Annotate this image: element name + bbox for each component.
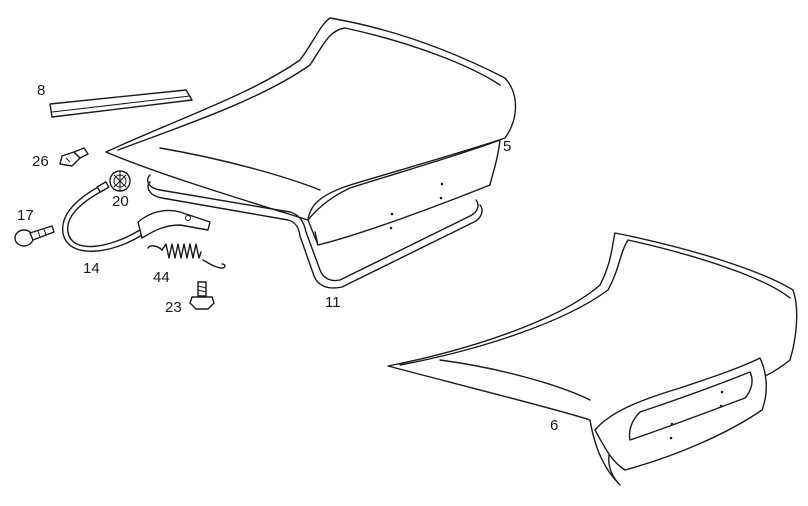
screw-drawing (189, 281, 215, 310)
trunk-lid-lower-drawing (387, 232, 798, 486)
callout-5: 5 (503, 138, 511, 155)
seal-drawing (147, 174, 483, 289)
callout-23: 23 (165, 299, 182, 316)
callout-17: 17 (17, 207, 34, 224)
callout-8: 8 (37, 82, 45, 99)
nut-drawing (109, 170, 131, 192)
spring-drawing (147, 243, 226, 269)
trim-strip-drawing (49, 89, 193, 118)
clip-drawing (59, 147, 89, 167)
callout-20: 20 (112, 193, 129, 210)
cable-drawing (62, 181, 211, 252)
callout-11: 11 (325, 294, 341, 311)
callout-44: 44 (153, 269, 170, 286)
callout-26: 26 (32, 153, 49, 170)
bolt-drawing (14, 225, 55, 247)
trunk-lid-upper-drawing (105, 17, 517, 246)
callout-6: 6 (550, 417, 558, 434)
callout-14: 14 (83, 260, 100, 277)
